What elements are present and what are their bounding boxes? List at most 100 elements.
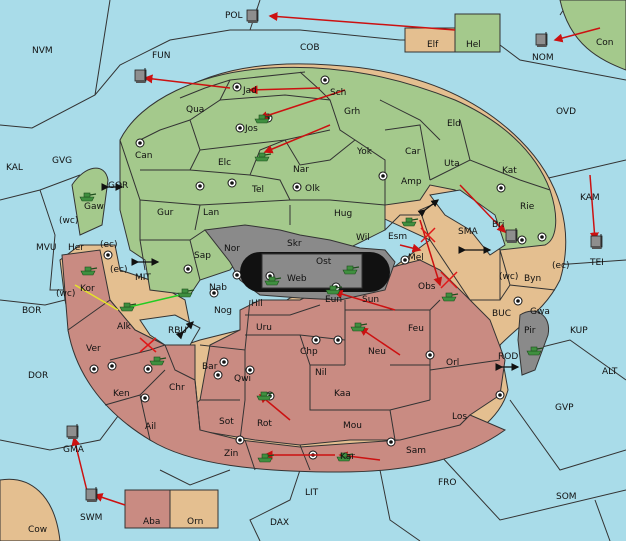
army-unit-icon[interactable] xyxy=(441,292,459,302)
gaw-strip xyxy=(71,167,109,236)
label-rod: ROD xyxy=(498,352,518,362)
label-skr: Skr xyxy=(287,239,302,249)
fleet-unit-icon[interactable] xyxy=(246,8,259,23)
label-mvu: MVU xyxy=(36,243,57,253)
fleet-unit-icon[interactable] xyxy=(590,234,603,249)
support-arrow xyxy=(74,284,119,311)
label-sap: Sap xyxy=(194,251,211,261)
units xyxy=(79,114,544,463)
army-unit-icon[interactable] xyxy=(336,452,354,462)
supply-center-marker xyxy=(143,364,153,374)
province-hel[interactable] xyxy=(454,13,501,53)
label-qua: Qua xyxy=(186,105,204,115)
label-rbu: RBU xyxy=(168,326,187,336)
supply-center-marker xyxy=(517,235,527,245)
convoy-arrow xyxy=(124,294,181,309)
label-alk: Alk xyxy=(117,322,132,332)
label-hel: Hel xyxy=(466,40,481,50)
army-unit-icon[interactable] xyxy=(80,266,98,276)
province-aba[interactable] xyxy=(124,489,171,529)
label-chp: Chp xyxy=(300,347,318,357)
supply-center-marker xyxy=(311,335,321,345)
army-unit-icon[interactable] xyxy=(79,192,97,202)
army-unit-icon[interactable] xyxy=(264,276,282,286)
red-outer-band xyxy=(67,299,507,473)
label-wc-3: (wc) xyxy=(56,289,75,299)
label-cob: COB xyxy=(300,43,320,53)
label-gor: GOR xyxy=(108,181,128,191)
supply-center-marker xyxy=(235,123,245,133)
army-unit-icon[interactable] xyxy=(350,322,368,332)
supply-center-marker xyxy=(107,361,117,371)
label-eld: Eld xyxy=(447,119,461,129)
label-ovd: OVD xyxy=(556,107,576,117)
label-rie: Rie xyxy=(520,202,535,212)
label-kup: KUP xyxy=(570,326,588,336)
label-rot: Rot xyxy=(257,419,272,429)
label-pol: POL xyxy=(225,11,243,21)
label-pir: Pir xyxy=(524,326,536,336)
army-unit-icon[interactable] xyxy=(254,152,272,162)
label-orn: Orn xyxy=(187,517,203,527)
label-web: Web xyxy=(287,274,307,284)
label-chr: Chr xyxy=(169,383,185,393)
label-gvg: GVG xyxy=(52,156,72,166)
label-alt: ALT xyxy=(602,367,618,377)
label-kar: Kar xyxy=(340,452,355,462)
army-unit-icon[interactable] xyxy=(149,356,167,366)
supply-center-marker xyxy=(386,437,396,447)
label-uta: Uta xyxy=(444,159,460,169)
supply-center-marker xyxy=(425,350,435,360)
supply-center-marker xyxy=(378,171,388,181)
label-nor: Nor xyxy=(224,244,240,254)
label-qwi: Qwi xyxy=(234,374,251,384)
label-gaw: Gaw xyxy=(84,202,104,212)
label-gvp: GVP xyxy=(555,403,574,413)
army-unit-icon[interactable] xyxy=(254,114,272,124)
label-zin: Zin xyxy=(224,449,238,459)
label-amp: Amp xyxy=(401,177,422,187)
label-gur: Gur xyxy=(157,208,174,218)
label-hil: Hil xyxy=(251,299,263,309)
label-ail: Ail xyxy=(145,422,156,432)
label-ec-1: (ec) xyxy=(100,240,118,250)
label-gwa: Gwa xyxy=(530,307,550,317)
label-grh: Grh xyxy=(344,107,360,117)
fleets xyxy=(66,8,603,502)
supply-centers xyxy=(89,75,547,460)
label-tei: TEI xyxy=(589,258,604,268)
label-dor: DOR xyxy=(28,371,48,381)
supply-center-marker xyxy=(400,255,410,265)
label-jos: Jos xyxy=(244,124,258,134)
army-unit-icon[interactable] xyxy=(526,346,544,356)
label-fro: FRO xyxy=(438,478,457,488)
label-buc: BUC xyxy=(492,309,511,319)
label-sam: Sam xyxy=(406,446,426,456)
army-unit-icon[interactable] xyxy=(257,453,275,463)
army-unit-icon[interactable] xyxy=(177,288,195,298)
fleet-unit-icon[interactable] xyxy=(134,68,147,83)
label-lit: LIT xyxy=(305,488,319,498)
label-los: Los xyxy=(452,412,467,422)
fleet-unit-icon[interactable] xyxy=(505,228,518,243)
army-unit-icon[interactable] xyxy=(119,302,137,312)
label-elc: Elc xyxy=(218,158,231,168)
province-elf[interactable] xyxy=(404,27,456,53)
province-orn[interactable] xyxy=(169,489,219,529)
army-unit-icon[interactable] xyxy=(325,285,343,295)
label-ver: Ver xyxy=(86,344,101,354)
label-mit: MIT xyxy=(135,273,151,283)
label-kal: KAL xyxy=(6,163,23,173)
army-unit-icon[interactable] xyxy=(256,391,274,401)
fleet-unit-icon[interactable] xyxy=(535,32,548,47)
army-unit-icon[interactable] xyxy=(401,217,419,227)
army-unit-icon[interactable] xyxy=(342,265,360,275)
supply-center-marker xyxy=(195,181,205,191)
label-ec-5: (ec) xyxy=(552,261,570,271)
fleet-unit-icon[interactable] xyxy=(85,487,98,502)
label-swm: SWM xyxy=(80,513,102,523)
fleet-unit-icon[interactable] xyxy=(66,424,79,439)
